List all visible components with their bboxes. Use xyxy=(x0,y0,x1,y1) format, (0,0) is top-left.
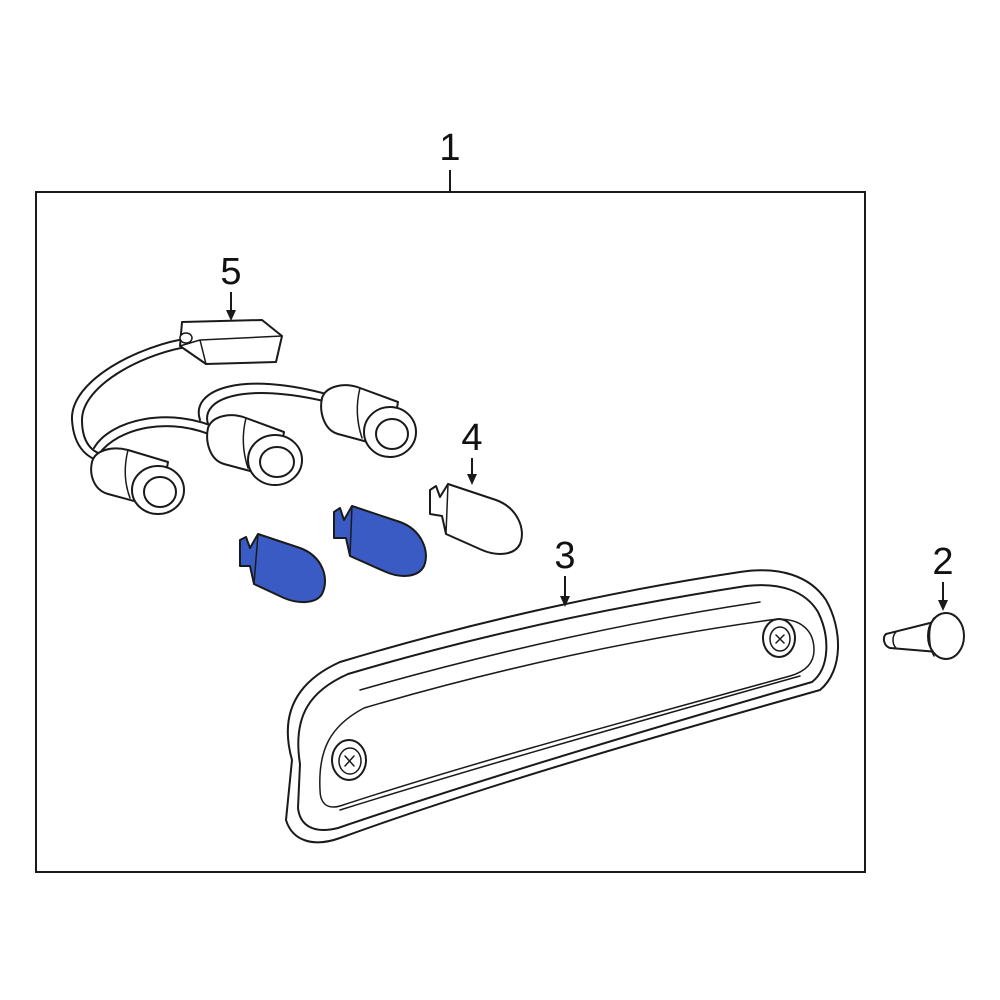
lamp-housing-lens-upper xyxy=(359,601,761,691)
callout-3-label: 3 xyxy=(554,535,575,577)
screw-shank-tip xyxy=(892,631,897,649)
blue-bulb-left[interactable] xyxy=(239,533,326,604)
callout-3-arrowhead xyxy=(560,596,570,607)
callout-2-label: 2 xyxy=(932,541,953,583)
screw-head xyxy=(927,612,965,660)
harness-wire-middle xyxy=(93,416,223,449)
lamp-housing-rim xyxy=(297,584,828,831)
harness-wire-top xyxy=(197,382,331,421)
clear-bulb-body xyxy=(429,483,523,555)
harness-wire-middle-2 xyxy=(98,425,219,455)
blue-bulb-left-base-line xyxy=(253,533,259,585)
blue-bulb-left-body xyxy=(239,533,326,604)
callout-4-arrowhead xyxy=(467,474,477,485)
callout-3[interactable]: 3 xyxy=(554,535,576,607)
callout-2[interactable]: 2 xyxy=(932,541,954,611)
lamp-housing-lens-lower xyxy=(339,675,801,811)
socket-left xyxy=(90,447,185,515)
blue-bulb-right-body xyxy=(333,505,427,577)
socket-top xyxy=(320,384,417,458)
screw[interactable] xyxy=(882,612,965,660)
lamp-housing-inner xyxy=(319,618,815,808)
callout-4[interactable]: 4 xyxy=(461,417,483,485)
callout-1-label: 1 xyxy=(439,127,460,169)
screw-head-edge xyxy=(928,617,935,657)
callout-1[interactable]: 1 xyxy=(439,127,461,192)
clear-bulb-base-line xyxy=(445,483,449,535)
callout-5[interactable]: 5 xyxy=(220,251,242,321)
blue-bulb-right-base-line xyxy=(349,505,353,557)
lamp-housing[interactable] xyxy=(285,569,840,844)
clear-bulb[interactable] xyxy=(429,483,523,555)
callout-5-arrowhead xyxy=(226,310,236,321)
callout-5-label: 5 xyxy=(220,251,241,293)
harness-wire-top-2 xyxy=(206,392,329,425)
harness-connector-edge xyxy=(179,335,283,365)
harness-wire-outer xyxy=(70,337,191,463)
housing-mount-left xyxy=(331,739,367,781)
housing-mount-right xyxy=(762,618,796,658)
callout-4-label: 4 xyxy=(461,417,482,459)
lamp-housing-outer xyxy=(285,569,840,844)
blue-bulb-right[interactable] xyxy=(333,505,427,577)
screw-shank xyxy=(882,621,939,653)
socket-middle xyxy=(206,414,303,486)
callout-2-arrowhead xyxy=(938,600,948,611)
socket-harness[interactable] xyxy=(70,319,417,515)
harness-connector-port xyxy=(179,332,193,344)
harness-wire-outer-2 xyxy=(81,345,194,457)
